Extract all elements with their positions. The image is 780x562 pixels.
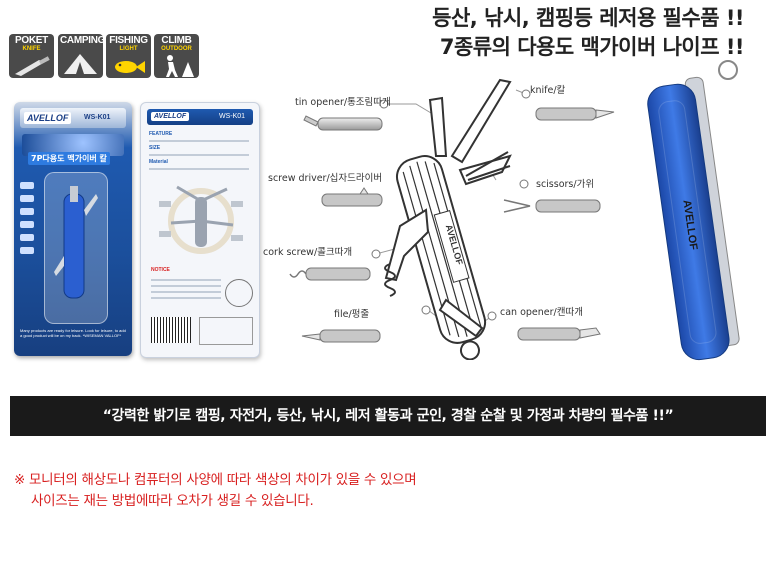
file-image	[301, 329, 381, 343]
notice-line1: ※ 모니터의 해상도나 컴퓨터의 사양에 따라 색상의 차이가 있을 수 있으며	[14, 472, 417, 488]
package-model: WS-K01	[84, 114, 111, 121]
package-front: AVELLOF WS-K01 7P다용도 맥가이버 칼 Many product…	[14, 102, 132, 356]
category-climb: CLIMB OUTDOOR	[154, 34, 199, 78]
package-back-brand: AVELLOF	[151, 112, 190, 121]
slogan-banner: “강력한 밝기로 캠핑, 자전거, 등산, 낚시, 레저 활동과 군인, 경찰 …	[10, 396, 766, 436]
category-sub: KNIFE	[22, 46, 41, 52]
label-can-opener: can opener/캔따개	[500, 307, 583, 318]
label-screw-driver: screw driver/십자드라이버	[268, 173, 383, 184]
can-opener-image	[517, 327, 601, 341]
barcode	[151, 317, 191, 343]
size-label: SIZE	[149, 145, 161, 151]
feature-label: FEATURE	[149, 131, 173, 137]
label-file: file/펑줄	[334, 309, 370, 320]
label-scissors: scissors/가위	[536, 179, 595, 190]
tool-diagram: AVELLOF	[371, 78, 531, 360]
cork-screw-image	[289, 267, 371, 281]
knife-image-small	[54, 186, 98, 299]
category-title: POKET	[15, 35, 48, 46]
category-title: CLIMB	[161, 35, 192, 46]
screw-driver-image	[321, 187, 383, 207]
category-camping: CAMPING	[58, 34, 103, 78]
tin-opener-image	[303, 115, 383, 131]
recycle-icon	[225, 279, 253, 307]
tent-icon	[64, 54, 97, 74]
tool-diagram-small	[159, 185, 243, 254]
knife-blade-image	[535, 107, 615, 121]
package-back-model: WS-K01	[219, 113, 246, 120]
category-fishing: FISHING LIGHT	[106, 34, 151, 78]
package-back: AVELLOF WS-K01 FEATURE SIZE Material NOT…	[140, 102, 260, 358]
notice-label: NOTICE	[151, 267, 170, 273]
package-footer: Many products are ready for leisure. Loo…	[20, 328, 126, 338]
label-cork-screw: cork screw/콜크따개	[263, 247, 353, 258]
category-sub: LIGHT	[119, 46, 138, 52]
headline-line1: 등산, 낚시, 캠핑등 레저용 필수품 !!	[432, 6, 744, 30]
category-title: FISHING	[109, 35, 148, 46]
package-title: 7P다용도 맥가이버 칼	[28, 152, 110, 165]
scissors-image	[503, 199, 601, 213]
headline: 등산, 낚시, 캠핑등 레저용 필수품 !! 7종류의 다용도 맥가이버 나이프…	[432, 4, 744, 62]
package-brand: AVELLOF	[24, 112, 72, 124]
category-title: CAMPING	[60, 35, 103, 46]
category-poket-knife: POKET KNIFE	[9, 34, 54, 78]
monitor-notice: ※ 모니터의 해상도나 컴퓨터의 사양에 따라 색상의 차이가 있을 수 있으며…	[14, 470, 417, 512]
label-knife: knife/칼	[530, 85, 566, 96]
knife-photo: AVELLOF	[647, 60, 740, 361]
knife-icon	[15, 56, 50, 76]
material-label: Material	[149, 159, 168, 165]
label-tin-opener: tin opener/통조림따개	[295, 97, 391, 108]
hiker-icon	[166, 55, 194, 77]
fish-icon	[115, 61, 145, 73]
category-sub: OUTDOOR	[161, 46, 192, 52]
notice-line2: 사이즈는 재는 방법에따라 오차가 생길 수 있습니다.	[31, 493, 314, 509]
headline-line2: 7종류의 다용도 맥가이버 나이프 !!	[439, 35, 745, 59]
